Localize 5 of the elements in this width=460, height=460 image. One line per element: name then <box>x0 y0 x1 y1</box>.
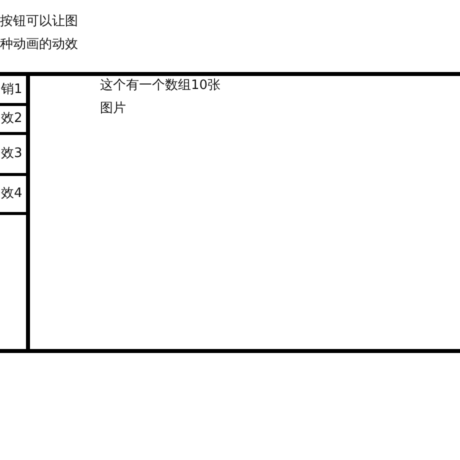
content-panel <box>0 72 460 353</box>
description-text: 这个有一个数组10张图片 <box>100 77 222 118</box>
caption-text: 按钮可以让图 <box>0 13 78 31</box>
sidebar <box>0 76 30 349</box>
caption-text: 种动画的动效 <box>0 36 78 54</box>
